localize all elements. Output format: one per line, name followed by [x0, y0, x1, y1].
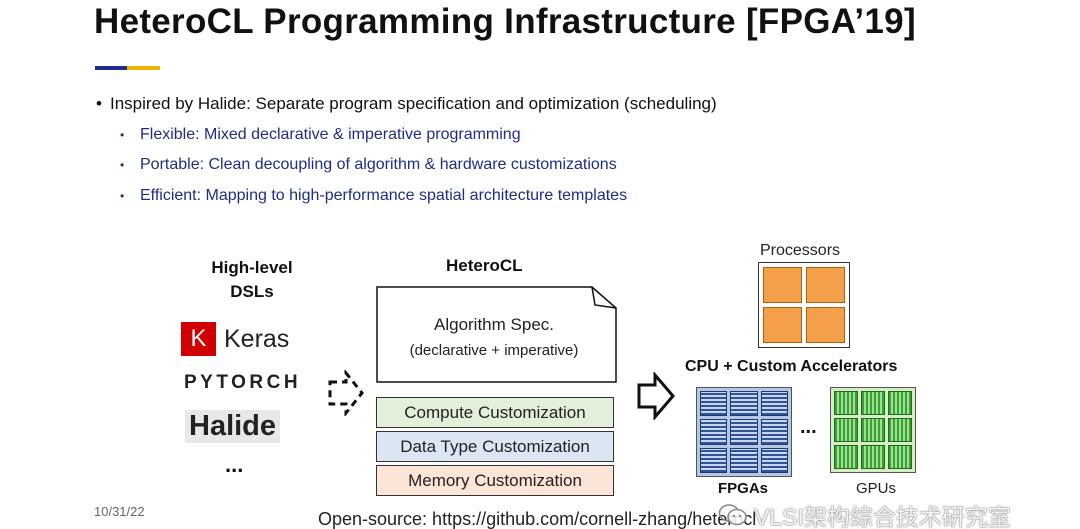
slide-date: 10/31/22: [94, 504, 145, 519]
main-bullet: • Inspired by Halide: Separate program sp…: [96, 94, 717, 114]
sub-bullet-portable: •Portable: Clean decoupling of algorithm…: [120, 156, 617, 173]
cpu-accelerators-label: CPU + Custom Accelerators: [685, 358, 898, 375]
hardware-ellipsis: ...: [800, 416, 817, 438]
bullet-dot: •: [96, 94, 102, 113]
title-underline: [95, 66, 160, 70]
right-arrow-icon: [637, 372, 675, 420]
processor-chip-icon: [758, 262, 850, 348]
watermark-text: VLSI架构综合技术研究室: [754, 504, 1011, 529]
keras-logo: K Keras: [181, 322, 289, 356]
algorithm-spec-document: [376, 286, 617, 383]
footer-opensource: Open-source: https://github.com/cornell-…: [318, 509, 757, 529]
watermark: VLSI架构综合技术研究室: [718, 498, 1011, 529]
fpgas-label: FPGAs: [718, 480, 769, 497]
dsl-heading: High-level DSLs: [211, 258, 293, 301]
wechat-icon: [718, 504, 747, 526]
halide-logo: Halide: [185, 410, 281, 443]
processors-label: Processors: [760, 242, 841, 259]
dsl-ellipsis: ...: [225, 452, 244, 477]
sub-bullet-flexible: •Flexible: Mixed declarative & imperativ…: [120, 126, 521, 143]
heterocl-heading: HeteroCL: [446, 256, 523, 275]
keras-k-icon: K: [181, 322, 216, 356]
sub-bullet-efficient: •Efficient: Mapping to high-performance …: [120, 187, 628, 204]
slide-title: HeteroCL Programming Infrastructure [FPG…: [94, 2, 916, 41]
fpga-chip-icon: [696, 387, 792, 477]
main-bullet-text: Inspired by Halide: Separate program spe…: [110, 94, 717, 113]
gpu-chip-icon: [830, 387, 916, 473]
algorithm-spec-text: Algorithm Spec. (declarative + imperativ…: [409, 315, 579, 359]
dashed-arrow-icon: [328, 370, 364, 416]
pytorch-logo: PYTORCH: [184, 372, 302, 393]
compute-customization-box: Compute Customization: [376, 397, 614, 428]
memory-customization-box: Memory Customization: [376, 465, 614, 496]
datatype-customization-box: Data Type Customization: [376, 431, 614, 462]
gpus-label: GPUs: [856, 480, 897, 497]
